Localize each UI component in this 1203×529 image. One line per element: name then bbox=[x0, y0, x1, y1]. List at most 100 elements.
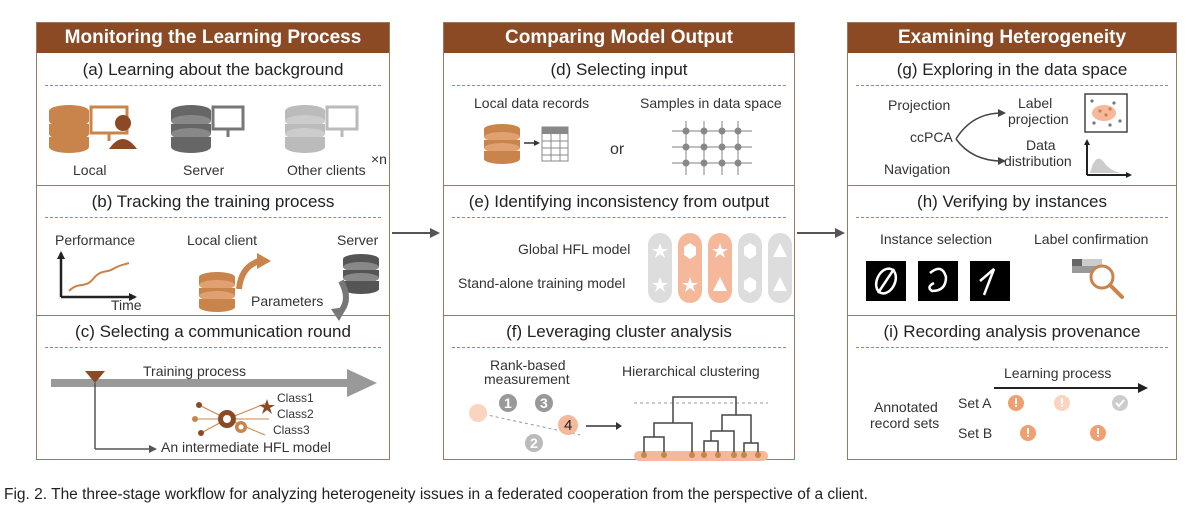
label-instance-selection: Instance selection bbox=[880, 231, 993, 247]
upload-arrow-icon bbox=[236, 253, 271, 290]
label-time: Time bbox=[111, 297, 142, 313]
learning-process-arrow bbox=[994, 383, 1148, 393]
divider bbox=[45, 217, 381, 218]
data-distribution-icon bbox=[1084, 139, 1132, 178]
ccpca-arrows bbox=[955, 109, 1006, 165]
label-data-distribution-1: Data bbox=[1026, 137, 1056, 153]
label-projection-icon bbox=[1084, 93, 1128, 133]
label-label-projection-2: projection bbox=[1008, 111, 1069, 127]
label-samples: Samples in data space bbox=[640, 95, 782, 111]
flow-arrow bbox=[797, 228, 845, 238]
column-comparing: Comparing Model Output (d) Selecting inp… bbox=[443, 22, 795, 461]
label-set-a: Set A bbox=[958, 395, 992, 411]
download-arrow-icon bbox=[331, 279, 349, 321]
local-client-database-icon bbox=[199, 272, 235, 312]
label-class2: Class2 bbox=[277, 407, 314, 421]
divider bbox=[856, 85, 1168, 86]
section-title: (d) Selecting input bbox=[550, 60, 688, 79]
server-database-icon bbox=[343, 254, 379, 294]
label-local: Local bbox=[73, 162, 107, 178]
separator bbox=[37, 315, 389, 316]
column-title: Monitoring the Learning Process bbox=[37, 23, 389, 53]
label-parameters: Parameters bbox=[251, 293, 324, 309]
label-class1: Class1 bbox=[277, 391, 314, 405]
label-ccpca: ccPCA bbox=[910, 129, 953, 145]
label-times-n: ×n bbox=[371, 151, 387, 167]
section-d: (d) Selecting input Local data records o… bbox=[444, 55, 794, 185]
local-database-icon bbox=[49, 105, 137, 153]
label-local-client: Local client bbox=[187, 232, 258, 248]
local-records-icon bbox=[484, 124, 569, 164]
divider bbox=[45, 347, 381, 348]
section-title: (g) Exploring in the data space bbox=[896, 60, 1128, 79]
data-space-grid-icon bbox=[672, 121, 752, 175]
label-record-sets: record sets bbox=[870, 415, 940, 431]
label-or: or bbox=[610, 141, 625, 158]
section-h: (h) Verifying by instances Instance sele… bbox=[848, 187, 1176, 315]
section-title: (e) Identifying inconsistency from outpu… bbox=[468, 192, 770, 211]
label-learning-process: Learning process bbox=[1004, 365, 1112, 381]
label-measurement: measurement bbox=[484, 371, 570, 387]
separator bbox=[848, 185, 1176, 186]
label-data-distribution-2: distribution bbox=[1004, 153, 1072, 169]
section-f: (f) Leveraging cluster analysis Rank-bas… bbox=[444, 317, 794, 461]
column-examining: Examining Heterogeneity (g) Exploring in… bbox=[847, 22, 1177, 460]
label-intermediate-model: An intermediate HFL model bbox=[161, 439, 331, 455]
rank-4: 4 bbox=[564, 417, 573, 434]
rank-3: 3 bbox=[540, 395, 548, 411]
label-projection: Projection bbox=[888, 97, 951, 113]
label-other-clients: Other clients bbox=[287, 162, 366, 178]
separator bbox=[848, 315, 1176, 316]
digit-instances-icon bbox=[866, 261, 1010, 301]
label-label-projection-1: Label bbox=[1018, 95, 1053, 111]
label-standalone-model: Stand-alone training model bbox=[458, 275, 626, 291]
server-icon bbox=[171, 105, 245, 153]
label-performance: Performance bbox=[55, 232, 136, 248]
section-c: (c) Selecting a communication round Trai… bbox=[37, 317, 389, 459]
section-g: (g) Exploring in the data space Projecti… bbox=[848, 55, 1176, 185]
label-server-b: Server bbox=[337, 232, 379, 248]
flow-arrow-small bbox=[586, 422, 622, 430]
performance-chart-icon bbox=[57, 251, 137, 301]
separator bbox=[444, 185, 794, 186]
label-local-records: Local data records bbox=[474, 95, 590, 111]
dendrogram-icon bbox=[634, 396, 768, 461]
label-confirmation-icon bbox=[1072, 259, 1124, 299]
label-annotated: Annotated bbox=[874, 399, 938, 415]
label-rank-based: Rank-based bbox=[490, 357, 566, 373]
rank-measurement-icon bbox=[469, 394, 581, 452]
separator bbox=[444, 315, 794, 316]
rank-1: 1 bbox=[504, 395, 512, 411]
divider bbox=[452, 217, 786, 218]
section-title: (i) Recording analysis provenance bbox=[883, 322, 1141, 341]
divider bbox=[856, 347, 1168, 348]
section-e: (e) Identifying inconsistency from outpu… bbox=[444, 187, 794, 315]
flow-arrow bbox=[392, 228, 440, 238]
output-comparison-icon bbox=[648, 233, 792, 303]
section-i: (i) Recording analysis provenance Learni… bbox=[848, 317, 1176, 459]
divider bbox=[452, 85, 786, 86]
section-title: (b) Tracking the training process bbox=[91, 192, 335, 211]
column-title: Examining Heterogeneity bbox=[848, 23, 1176, 53]
section-a: (a) Learning about the background Local … bbox=[37, 55, 389, 185]
column-monitoring: Monitoring the Learning Process (a) Lear… bbox=[36, 22, 390, 460]
section-title: (c) Selecting a communication round bbox=[75, 322, 351, 341]
figure-caption: Fig. 2. The three-stage workflow for ana… bbox=[4, 486, 868, 503]
training-process-arrow bbox=[51, 369, 377, 453]
label-server: Server bbox=[183, 162, 225, 178]
label-label-confirmation: Label confirmation bbox=[1034, 231, 1149, 247]
other-clients-icon bbox=[285, 105, 359, 153]
divider bbox=[45, 85, 381, 86]
label-navigation: Navigation bbox=[884, 161, 951, 177]
separator bbox=[37, 185, 389, 186]
label-training-process: Training process bbox=[143, 363, 246, 379]
rank-2: 2 bbox=[530, 435, 538, 451]
label-class3: Class3 bbox=[273, 423, 310, 437]
record-markers bbox=[1008, 395, 1128, 441]
section-title: (a) Learning about the background bbox=[82, 60, 344, 79]
section-title: (f) Leveraging cluster analysis bbox=[506, 322, 732, 341]
gear-class-icon bbox=[192, 399, 275, 436]
divider bbox=[452, 347, 786, 348]
column-title: Comparing Model Output bbox=[444, 23, 794, 53]
label-global-model: Global HFL model bbox=[518, 241, 631, 257]
